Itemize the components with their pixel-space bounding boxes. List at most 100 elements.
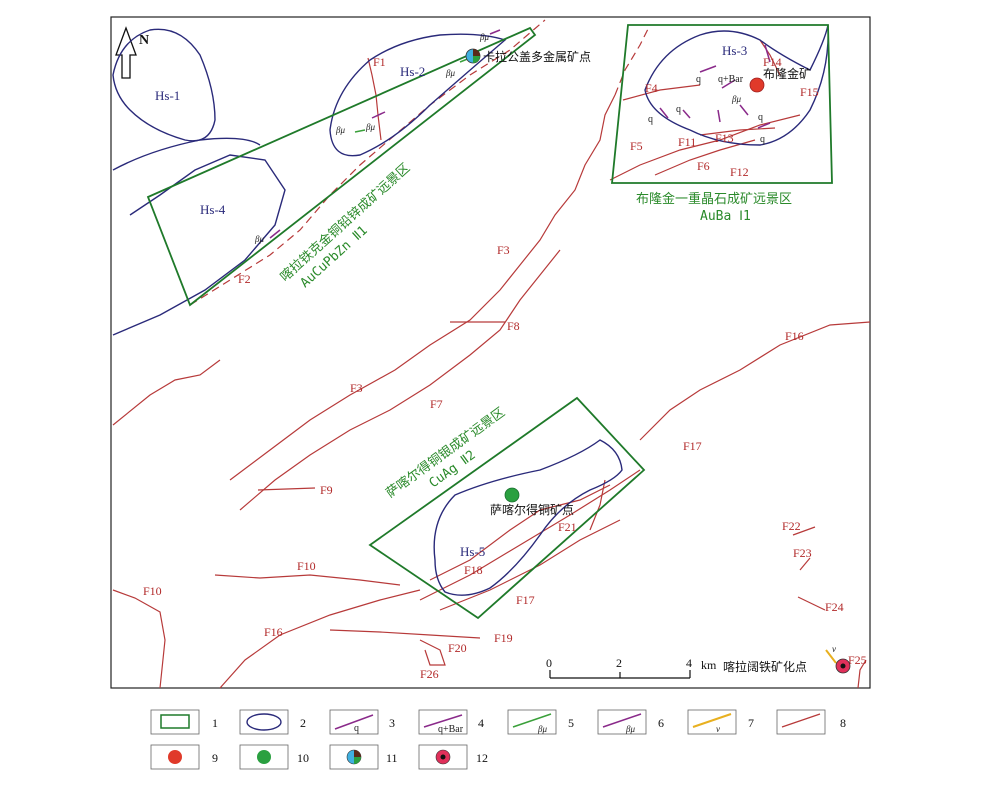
deposit-label: 萨喀尔得铜矿点 xyxy=(490,502,574,517)
dikes xyxy=(269,29,837,664)
fault-line xyxy=(239,249,561,511)
zone-au-ba xyxy=(611,24,833,184)
dike-label: q xyxy=(676,104,681,115)
dike-label: βμ xyxy=(335,125,345,135)
legend-num: 4 xyxy=(478,716,484,730)
legend-sym: βμ xyxy=(625,724,635,734)
quartz-barite-icon xyxy=(423,714,463,728)
fault-label: F10 xyxy=(143,584,162,598)
iron-point-legend-icon xyxy=(435,749,451,765)
legend-item: q 3 xyxy=(329,709,395,735)
legend-item: q+Bar 4 xyxy=(418,709,484,735)
dike-label: q+Bar xyxy=(718,74,744,85)
dike-diabase xyxy=(354,129,366,133)
north-arrow: N xyxy=(115,26,149,79)
dike-quartz xyxy=(739,104,749,116)
fault-labels: F1 F2 F3 F3 F4 F5 F6 F7 F8 F9 F10 F10 F1… xyxy=(143,55,867,681)
legend-item: 8 xyxy=(776,709,846,735)
halo-hs1 xyxy=(112,28,216,142)
fault-line-icon xyxy=(781,713,821,728)
fault-label: F13 xyxy=(715,131,734,145)
dike-gabbro xyxy=(825,649,837,664)
halo-labels: Hs-1 Hs-2 Hs-3 Hs-4 Hs-5 xyxy=(155,43,747,559)
dike-label: q xyxy=(696,74,701,85)
halo-hs4 xyxy=(112,154,286,336)
legend-item: βμ 5 xyxy=(507,709,574,735)
fault-line xyxy=(609,114,801,181)
fault-label: F7 xyxy=(430,397,443,411)
legend-num: 2 xyxy=(300,716,306,730)
fault-label: F1 xyxy=(373,55,386,69)
dike-label: βμ xyxy=(365,122,375,132)
diabase-green-icon xyxy=(512,713,552,728)
fault-label: F21 xyxy=(558,520,577,534)
fault-label: F26 xyxy=(420,667,439,681)
dike-label: q xyxy=(758,112,763,123)
fault-label: F8 xyxy=(507,319,520,333)
legend-num: 3 xyxy=(389,716,395,730)
legend-item: ν 7 xyxy=(687,709,754,735)
fault-line xyxy=(589,479,606,531)
copper-deposit-green-icon xyxy=(257,750,271,764)
diabase-purple-icon xyxy=(602,713,642,728)
zone-code: AuBa Ⅰ1 xyxy=(700,209,751,224)
halo-hs5 xyxy=(433,439,623,596)
halo-hs4-lower xyxy=(112,137,261,171)
fault-label: F16 xyxy=(785,329,804,343)
fault-label: F14 xyxy=(763,55,782,69)
dike-quartz xyxy=(699,65,717,73)
fault-label: F3 xyxy=(350,381,363,395)
fault-label: F2 xyxy=(238,272,251,286)
fault-label: F16 xyxy=(264,625,283,639)
legend-sym: q xyxy=(354,723,359,734)
fault-label: F22 xyxy=(782,519,801,533)
fault-line xyxy=(759,39,781,76)
legend-item: 10 xyxy=(239,744,309,770)
fault-label: F25 xyxy=(848,653,867,667)
halo-label: Hs-4 xyxy=(200,202,226,217)
fault-line xyxy=(214,574,401,586)
fault-label: F17 xyxy=(516,593,535,607)
scale-tick: 0 xyxy=(546,656,552,670)
dike-label: βμ xyxy=(479,32,489,42)
legend: 1 2 q 3 q+Bar 4 βμ 5 βμ 6 xyxy=(150,709,846,770)
fault-line xyxy=(419,639,446,666)
fault-line xyxy=(329,629,481,639)
fault-line xyxy=(189,19,546,306)
polymetallic-pie-icon xyxy=(346,749,362,765)
iron-point-icon xyxy=(835,658,851,674)
fault-label: F17 xyxy=(683,439,702,453)
dike-quartz xyxy=(721,79,736,89)
prospect-zones xyxy=(146,24,833,620)
fault-label: F20 xyxy=(448,641,467,655)
legend-item: 12 xyxy=(418,744,488,770)
fault-line xyxy=(229,94,616,481)
dike-label: q xyxy=(648,114,653,125)
dike-labels: q+Bar q q q q q βμ βμ βμ βμ βμ βμ ν xyxy=(254,32,836,654)
fault-line xyxy=(429,484,611,581)
legend-num: 11 xyxy=(386,751,398,765)
fault-label: F18 xyxy=(464,563,483,577)
halos xyxy=(112,24,829,596)
scale-tick: 4 xyxy=(686,656,692,670)
fault-line xyxy=(439,519,621,611)
north-label: N xyxy=(139,33,149,48)
zone-rect-icon xyxy=(160,714,190,729)
halo-label: Hs-3 xyxy=(722,43,747,58)
legend-sym: βμ xyxy=(537,724,547,734)
fault-line xyxy=(622,84,701,101)
deposit-label: 布隆金矿 xyxy=(763,66,811,81)
dike-quartz xyxy=(717,109,721,123)
deposit-label: 喀拉阔铁矿化点 xyxy=(723,659,807,674)
fault-label: F19 xyxy=(494,631,513,645)
zone-cu-ag xyxy=(368,396,646,620)
faults xyxy=(112,19,871,689)
copper-deposit-icon xyxy=(504,487,520,503)
dike-quartz xyxy=(764,44,771,63)
fault-line xyxy=(257,487,316,491)
fault-label: F23 xyxy=(793,546,812,560)
quartz-vein-icon xyxy=(334,714,374,730)
fault-line xyxy=(112,359,221,426)
dike-quartz xyxy=(371,111,386,119)
